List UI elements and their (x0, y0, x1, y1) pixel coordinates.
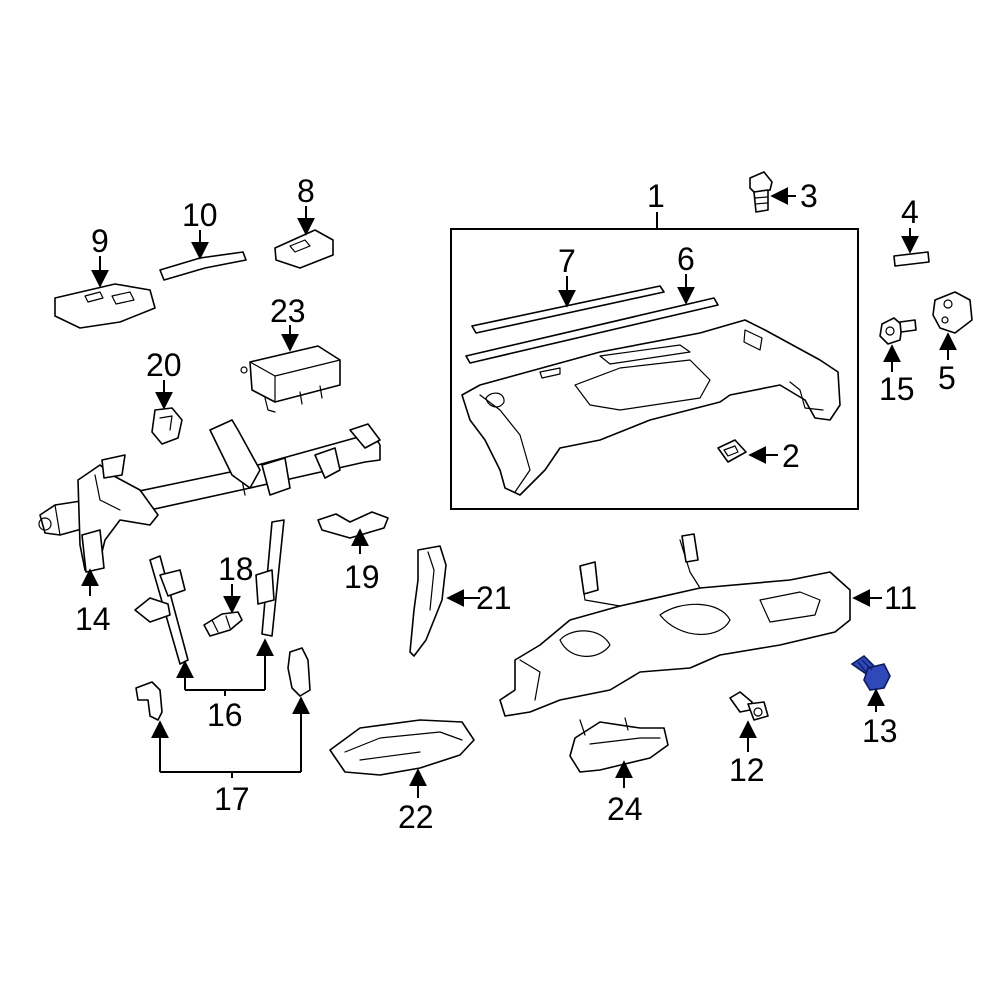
callout-15: 15 (879, 371, 915, 407)
callout-4: 4 (901, 194, 919, 230)
part-1-instrument-panel[interactable] (461, 319, 841, 496)
part-13-bolt-highlighted[interactable] (850, 654, 891, 691)
part-6-trim-strip[interactable] (465, 297, 719, 364)
part-3-bolt[interactable] (749, 171, 773, 213)
part-12-bolt[interactable] (729, 691, 769, 721)
callout-13: 13 (862, 713, 898, 749)
callout-8: 8 (297, 173, 315, 209)
callout-19: 19 (344, 559, 380, 595)
callout-10: 10 (182, 197, 218, 233)
part-9-panel[interactable] (54, 283, 156, 329)
callout-labels: 1 2 3 4 5 6 7 8 9 10 11 12 13 14 15 16 1… (75, 173, 956, 835)
callout-6: 6 (677, 241, 695, 277)
part-16-brace-left[interactable] (134, 555, 189, 665)
callout-3: 3 (800, 178, 818, 214)
callout-23: 23 (270, 293, 306, 329)
part-5-bracket[interactable] (932, 291, 973, 334)
callout-1: 1 (647, 178, 665, 214)
part-17-bracket-right[interactable] (287, 647, 311, 697)
callout-12: 12 (729, 752, 765, 788)
callout-2: 2 (782, 438, 800, 474)
part-15-bolt[interactable] (879, 317, 917, 345)
callout-9: 9 (91, 223, 109, 259)
part-24-glove-box-bracket[interactable] (569, 717, 669, 773)
part-21-side-panel[interactable] (409, 545, 447, 657)
callout-22: 22 (398, 799, 434, 835)
callout-16: 16 (207, 697, 243, 733)
part-4-pad[interactable] (893, 251, 930, 267)
part-7-defroster-strip[interactable] (471, 285, 665, 334)
callout-17: 17 (214, 781, 250, 817)
callout-24: 24 (607, 791, 643, 827)
part-22-cluster-hood[interactable] (329, 719, 475, 776)
callout-7: 7 (558, 243, 576, 279)
assembly-frame (450, 228, 859, 510)
part-20-bracket[interactable] (151, 407, 183, 445)
part-8-bracket[interactable] (274, 229, 334, 269)
part-11-lower-panel[interactable] (499, 533, 851, 717)
part-2-clip[interactable] (717, 439, 747, 463)
part-19-bracket[interactable] (317, 511, 389, 539)
callout-18: 18 (218, 551, 254, 587)
part-16-brace-right[interactable] (255, 519, 285, 637)
callout-20: 20 (146, 347, 182, 383)
callout-14: 14 (75, 601, 111, 637)
part-14-cross-beam[interactable] (38, 419, 381, 573)
part-10-strip[interactable] (159, 251, 247, 281)
callout-21: 21 (476, 580, 512, 616)
part-23-module[interactable] (240, 345, 341, 413)
callout-5: 5 (938, 360, 956, 396)
part-17-bracket-left[interactable] (135, 681, 163, 721)
leader-lines (81, 187, 957, 798)
callout-11: 11 (884, 580, 917, 616)
part-18-bracket[interactable] (203, 611, 243, 637)
